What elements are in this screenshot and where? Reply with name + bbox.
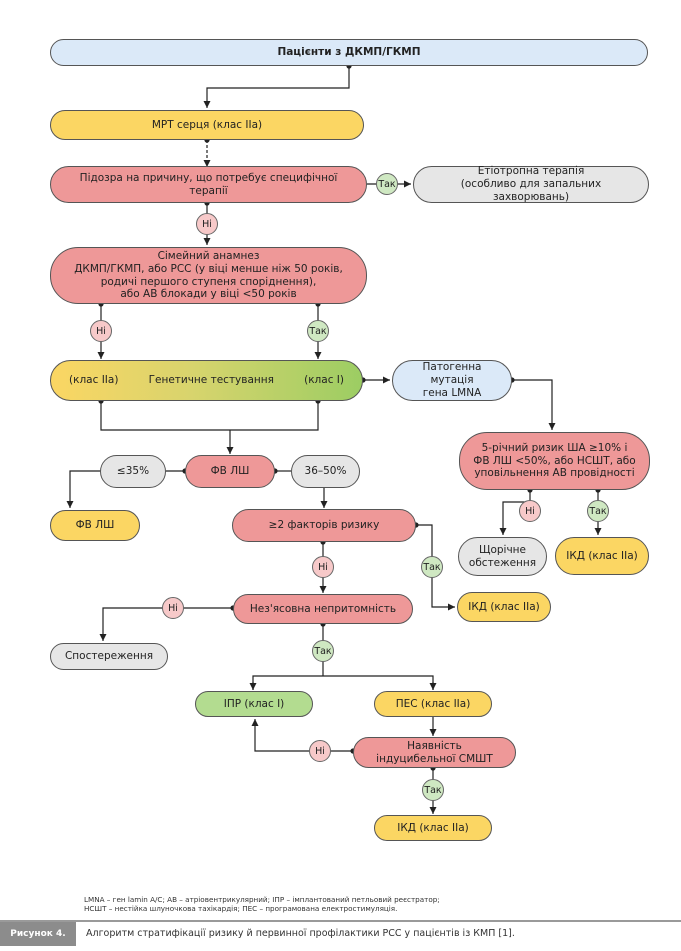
node-mri: МРТ серця (клас IIa) [50, 110, 364, 140]
node-etiotropic-line2: (особливо для запальних захворювань) [460, 178, 602, 203]
node-mri-label: МРТ серця (клас IIa) [151, 118, 263, 131]
node-genetic-class-i: (клас I) [304, 374, 344, 387]
node-family-line1: Сімейний анамнез [157, 249, 260, 262]
caption-divider [0, 920, 681, 922]
node-genetic-class-iia: (клас IIa) [69, 374, 119, 387]
node-family-line3: родичі першого ступеня споріднення), [100, 275, 317, 288]
node-inducible-line2: індуцибельної СМШТ [376, 752, 493, 765]
badge-no-factors: Ні [312, 556, 334, 578]
badge-no-risk5: Ні [519, 500, 541, 522]
node-observation-label: Спостереження [64, 650, 154, 663]
badge-yes-inducible: Так [422, 779, 444, 801]
node-lvef-result-label: ФВ ЛШ [75, 519, 115, 532]
node-36-50: 36–50% [291, 455, 360, 488]
node-suspicion: Підозра на причину, що потребує специфіч… [50, 166, 367, 203]
node-pes: ПЕС (клас IIa) [374, 691, 492, 717]
node-icd-factors: ІКД (клас IIa) [457, 592, 551, 622]
legend-line-2: НСШТ – нестійка шлуночкова тахікардія; П… [84, 904, 398, 914]
node-lvef-result: ФВ ЛШ [50, 510, 140, 541]
badge-no-syncope: Ні [162, 597, 184, 619]
node-lmna: Патогенна мутація гена LMNA [392, 360, 512, 401]
node-pes-label: ПЕС (клас IIa) [395, 697, 471, 710]
abbreviations-legend: LMNA – ген lamin A/C; АВ – атріовентрику… [84, 895, 440, 914]
node-inducible: Наявність індуцибельної СМШТ [353, 737, 516, 768]
node-lvef-label: ФВ ЛШ [210, 465, 250, 478]
figure-label: Рисунок 4. [0, 922, 76, 946]
badge-no-family: Ні [90, 320, 112, 342]
node-suspicion-label: Підозра на причину, що потребує специфіч… [79, 171, 338, 197]
node-family-line4: або АВ блокади у віці <50 років [120, 288, 297, 301]
node-lvef: ФВ ЛШ [185, 455, 275, 488]
node-annual-line2: обстеження [468, 556, 537, 569]
badge-yes-risk5: Так [587, 500, 609, 522]
badge-yes-suspicion: Так [376, 173, 398, 195]
node-patients: Пацієнти з ДКМП/ГКМП [50, 39, 648, 66]
node-ilr-label: ІПР (клас I) [223, 697, 285, 710]
node-lmna-line2: гена LMNA [422, 386, 482, 399]
node-family-history: Сімейний анамнез ДКМП/ГКМП, або РСС (у в… [50, 247, 367, 304]
node-risk5: 5-річний ризик ША ≥10% і ФВ ЛШ <50%, або… [459, 432, 650, 490]
node-annual-exam: Щорічне обстеження [458, 537, 547, 576]
node-ilr: ІПР (клас I) [195, 691, 313, 717]
node-icd-factors-label: ІКД (клас IIa) [468, 600, 540, 613]
node-genetic-testing: (клас IIa) Генетичне тестування (клас I) [50, 360, 363, 401]
node-lmna-line1: Патогенна мутація [422, 361, 482, 387]
figure-caption: Алгоритм стратифікації ризику й первинно… [86, 928, 515, 939]
node-le35-label: ≤35% [116, 465, 150, 478]
node-observation: Спостереження [50, 643, 168, 670]
badge-no-suspicion: Ні [196, 213, 218, 235]
node-syncope-label: Нез'ясовна непритомність [249, 602, 397, 615]
legend-line-1: LMNA – ген lamin A/C; АВ – атріовентрику… [84, 895, 440, 904]
node-risk5-line3: уповільнення АВ провідності [474, 467, 635, 480]
badge-yes-syncope: Так [312, 640, 334, 662]
node-36-50-label: 36–50% [304, 465, 347, 478]
badge-yes-factors: Так [421, 556, 443, 578]
node-etiotropic: Етіотропна терапія (особливо для запальн… [413, 165, 649, 203]
node-inducible-line1: Наявність [407, 739, 462, 752]
node-risk-factors: ≥2 факторів ризику [232, 509, 416, 542]
node-icd-final: ІКД (клас IIa) [374, 815, 492, 841]
node-risk5-line2: ФВ ЛШ <50%, або НСШТ, або [473, 454, 636, 467]
node-syncope: Нез'ясовна непритомність [233, 594, 413, 624]
node-icd-lmna: ІКД (клас IIa) [555, 537, 649, 575]
node-risk5-line1: 5-річний ризик ША ≥10% і [481, 441, 628, 454]
node-risk-factors-label: ≥2 факторів ризику [268, 519, 380, 532]
node-family-line2: ДКМП/ГКМП, або РСС (у віці менше ніж 50 … [74, 262, 343, 275]
node-le35: ≤35% [100, 455, 166, 488]
node-patients-label: Пацієнти з ДКМП/ГКМП [277, 46, 421, 59]
node-genetic-label: Генетичне тестування [148, 374, 274, 387]
node-icd-lmna-label: ІКД (клас IIa) [566, 549, 638, 562]
node-icd-final-label: ІКД (клас IIa) [397, 821, 469, 834]
node-annual-line1: Щорічне [478, 543, 527, 556]
badge-yes-family: Так [307, 320, 329, 342]
node-etiotropic-line1: Етіотропна терапія [477, 165, 585, 178]
badge-no-inducible: Ні [309, 740, 331, 762]
